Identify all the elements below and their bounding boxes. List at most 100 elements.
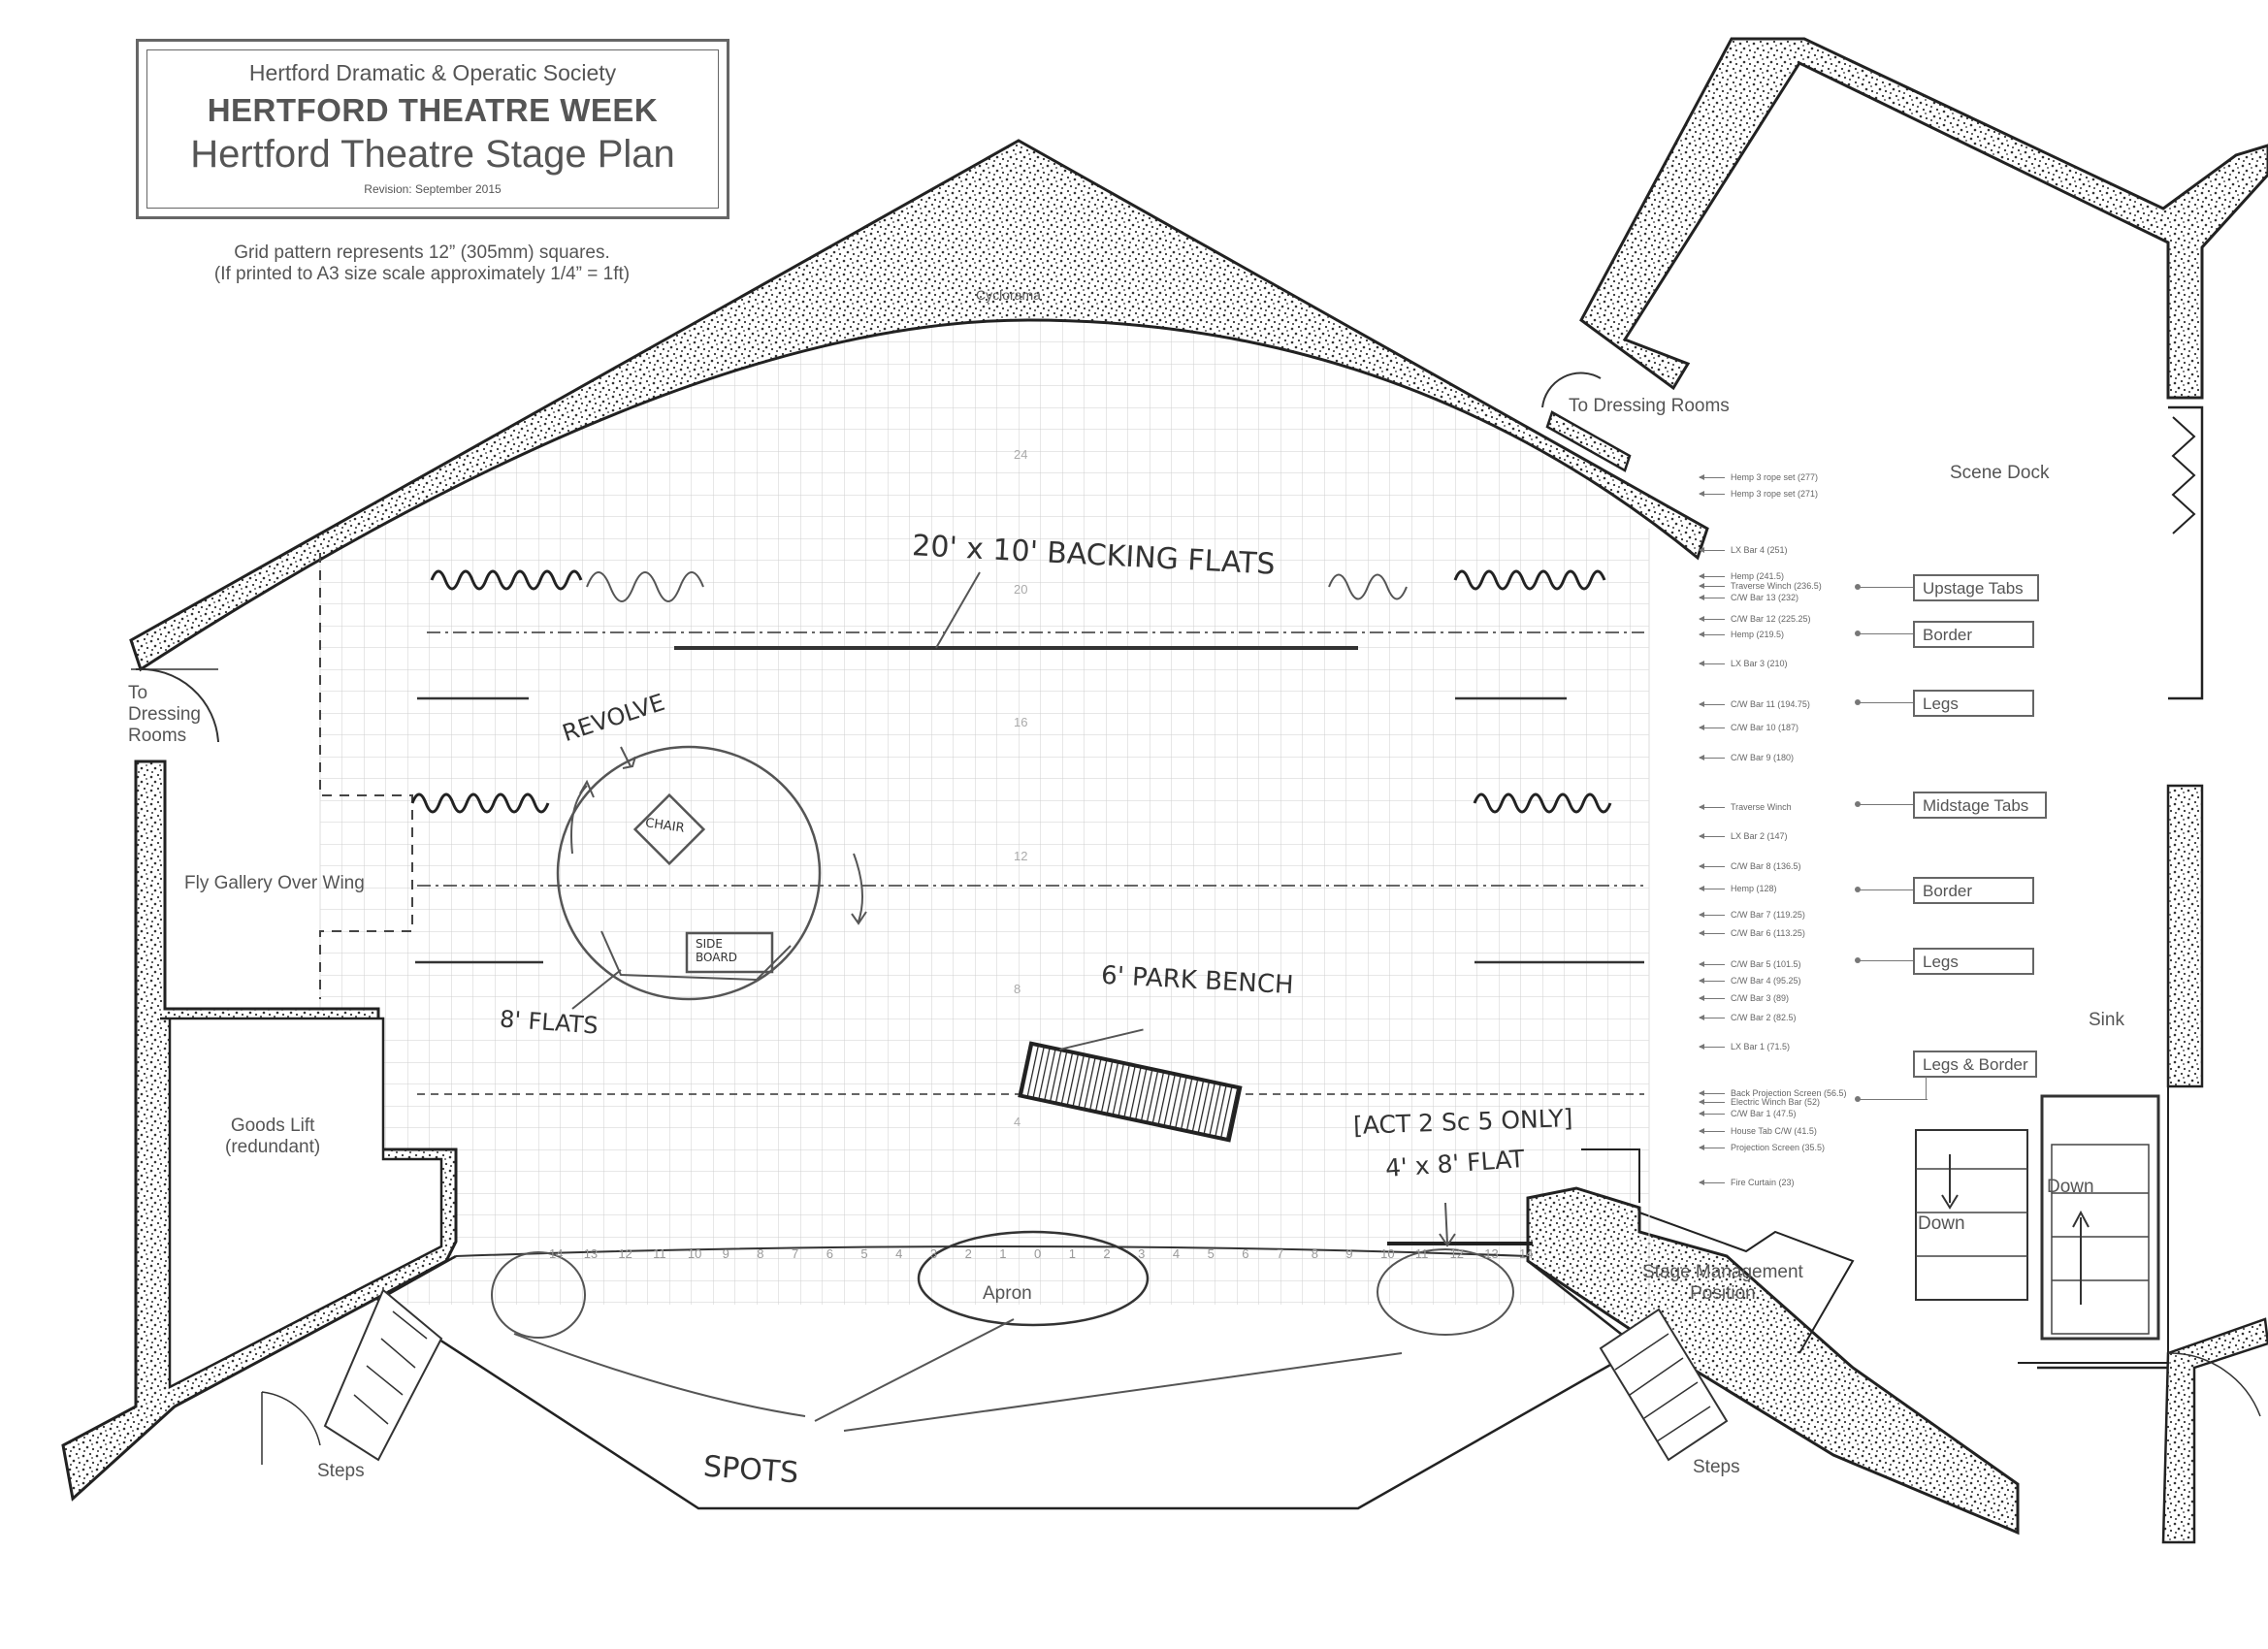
flying-bar-row: C/W Bar 10 (187) bbox=[1699, 722, 1799, 733]
grid-width-number: 6 bbox=[826, 1246, 833, 1261]
goods-lift-label: Goods Lift (redundant) bbox=[225, 1116, 320, 1158]
grid-depth-8: 8 bbox=[1014, 982, 1021, 996]
flying-bar-label: LX Bar 4 (251) bbox=[1731, 545, 1788, 555]
flying-bar-label: C/W Bar 13 (232) bbox=[1731, 593, 1799, 602]
flying-bar-label: C/W Bar 6 (113.25) bbox=[1731, 928, 1805, 938]
flying-bar-row: C/W Bar 5 (101.5) bbox=[1699, 958, 1801, 970]
flying-bar-row: C/W Bar 7 (119.25) bbox=[1699, 909, 1805, 921]
to-dressing-rooms-top-label: To Dressing Rooms bbox=[1569, 396, 1730, 416]
left-arrow-icon bbox=[1699, 700, 1725, 707]
grid-width-number: 10 bbox=[1380, 1246, 1395, 1261]
plan-title: Hertford Theatre Stage Plan bbox=[190, 133, 675, 176]
grid-width-number: 3 bbox=[929, 1246, 938, 1261]
border-2-dot bbox=[1855, 887, 1861, 892]
flying-bar-label: C/W Bar 10 (187) bbox=[1731, 723, 1799, 732]
border-2-link bbox=[1858, 889, 1913, 890]
legs-border-riser bbox=[1926, 1077, 1927, 1100]
left-arrow-icon bbox=[1699, 803, 1725, 810]
left-arrow-icon bbox=[1699, 1098, 1725, 1105]
stage-management-line-2: Position bbox=[1690, 1283, 1756, 1304]
flying-bar-row: Fire Curtain (23) bbox=[1699, 1177, 1795, 1188]
upstage-tabs-dot bbox=[1855, 584, 1861, 590]
left-wing-walls bbox=[61, 553, 458, 1502]
flying-bar-row: Traverse Winch bbox=[1699, 801, 1792, 813]
grid-width-number: 6 bbox=[1242, 1246, 1249, 1261]
set-line-markings bbox=[415, 631, 1644, 1095]
border-box-2: Border bbox=[1913, 877, 2034, 904]
left-arrow-icon bbox=[1699, 473, 1725, 480]
flying-bar-row: Projection Screen (35.5) bbox=[1699, 1142, 1826, 1153]
left-arrow-icon bbox=[1699, 832, 1725, 839]
society-name: Hertford Dramatic & Operatic Society bbox=[248, 60, 617, 85]
event-name: HERTFORD THEATRE WEEK bbox=[207, 92, 659, 128]
right-wing-walls bbox=[1526, 1086, 2268, 1544]
grid-width-number: 7 bbox=[792, 1246, 799, 1261]
grid-width-number: 8 bbox=[757, 1246, 764, 1261]
stage-front-edge bbox=[323, 1245, 1729, 1510]
dressing-room-walls bbox=[1541, 37, 2268, 1088]
handwritten-pencil-marks bbox=[491, 571, 1533, 1432]
grid-width-number: 14 bbox=[549, 1246, 564, 1261]
flying-bar-row: C/W Bar 6 (113.25) bbox=[1699, 927, 1805, 939]
flying-bar-label: C/W Bar 1 (47.5) bbox=[1731, 1109, 1797, 1118]
left-arrow-icon bbox=[1699, 1089, 1725, 1096]
grid-width-number: 2 bbox=[1103, 1246, 1111, 1261]
left-arrow-icon bbox=[1699, 630, 1725, 637]
flying-bar-label: Traverse Winch (236.5) bbox=[1731, 581, 1822, 591]
upstage-tabs-link bbox=[1858, 587, 1913, 588]
flying-bar-row: C/W Bar 8 (136.5) bbox=[1699, 860, 1801, 872]
to-dressing-rooms-left-line-2: Dressing bbox=[128, 704, 201, 725]
side-board-note: SIDE BOARD bbox=[696, 937, 737, 964]
left-arrow-icon bbox=[1699, 1127, 1725, 1134]
to-dressing-rooms-left-line-3: Rooms bbox=[128, 726, 187, 746]
legs-box-2: Legs bbox=[1913, 948, 2034, 975]
flying-bar-label: Traverse Winch bbox=[1731, 802, 1792, 812]
flying-bar-row: Back Projection Screen (56.5) bbox=[1699, 1087, 1847, 1099]
flying-bar-row: C/W Bar 11 (194.75) bbox=[1699, 698, 1810, 710]
cyclorama-wall bbox=[129, 139, 1709, 672]
grid-width-number: 11 bbox=[1414, 1246, 1429, 1261]
flying-bar-label: Projection Screen (35.5) bbox=[1731, 1143, 1826, 1152]
grid-width-number: 7 bbox=[1277, 1246, 1284, 1261]
midstage-tabs-box: Midstage Tabs bbox=[1913, 792, 2047, 819]
left-arrow-icon bbox=[1699, 490, 1725, 497]
left-arrow-icon bbox=[1699, 862, 1725, 869]
flying-bar-label: C/W Bar 3 (89) bbox=[1731, 993, 1790, 1003]
flying-bar-row: C/W Bar 1 (47.5) bbox=[1699, 1108, 1797, 1119]
flying-bar-label: Fire Curtain (23) bbox=[1731, 1178, 1795, 1187]
steps-right-label: Steps bbox=[1693, 1457, 1740, 1477]
grid-width-number: 2 bbox=[964, 1246, 972, 1261]
legs-border-dot bbox=[1855, 1096, 1861, 1102]
left-arrow-icon bbox=[1699, 911, 1725, 918]
legs-border-box: Legs & Border bbox=[1913, 1051, 2037, 1078]
spots-note: SPOTS bbox=[701, 1449, 800, 1491]
border-1-link bbox=[1858, 633, 1913, 634]
flying-bar-row: C/W Bar 4 (95.25) bbox=[1699, 975, 1801, 986]
down-left-label: Down bbox=[1918, 1213, 1965, 1234]
left-arrow-icon bbox=[1699, 994, 1725, 1001]
flying-bar-label: LX Bar 1 (71.5) bbox=[1731, 1042, 1791, 1051]
legs-1-dot bbox=[1855, 699, 1861, 705]
grid-width-number: 4 bbox=[895, 1246, 903, 1261]
border-1-dot bbox=[1855, 630, 1861, 636]
flying-bar-label: LX Bar 2 (147) bbox=[1731, 831, 1788, 841]
grid-width-number: 1 bbox=[999, 1246, 1007, 1261]
left-arrow-icon bbox=[1699, 754, 1725, 760]
scale-note: Grid pattern represents 12” (305mm) squa… bbox=[204, 242, 640, 285]
side-board-line-1: SIDE bbox=[696, 937, 723, 951]
grid-width-number: 12 bbox=[1449, 1246, 1465, 1261]
midstage-tabs-link bbox=[1858, 804, 1913, 805]
grid-width-number: 13 bbox=[583, 1246, 599, 1261]
flying-bar-row: Traverse Winch (236.5) bbox=[1699, 580, 1822, 592]
grid-width-number: 4 bbox=[1172, 1246, 1181, 1261]
flying-bar-label: C/W Bar 2 (82.5) bbox=[1731, 1013, 1797, 1022]
fly-gallery-label: Fly Gallery Over Wing bbox=[184, 873, 365, 893]
grid-depth-16: 16 bbox=[1014, 715, 1028, 729]
flying-bar-label: C/W Bar 11 (194.75) bbox=[1731, 699, 1810, 709]
sink-label: Sink bbox=[2089, 1010, 2124, 1030]
flying-bar-label: Hemp 3 rope set (271) bbox=[1731, 489, 1819, 499]
flying-bar-label: Hemp (128) bbox=[1731, 884, 1777, 893]
grid-width-number: 14 bbox=[1519, 1246, 1534, 1261]
flying-bar-label: C/W Bar 12 (225.25) bbox=[1731, 614, 1811, 624]
